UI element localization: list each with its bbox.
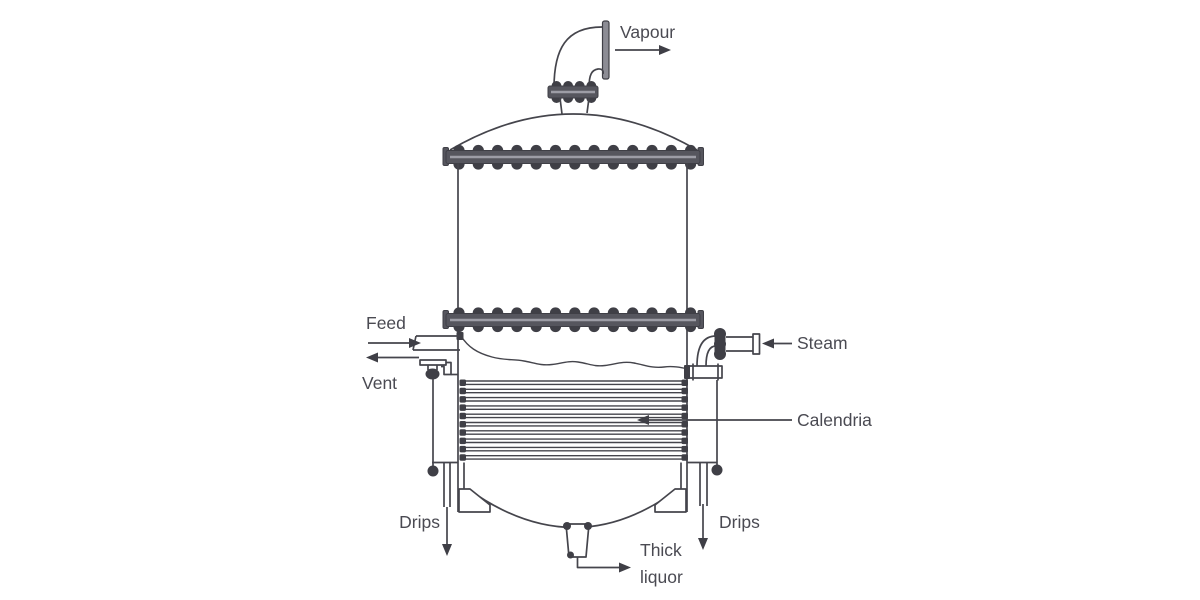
- calendria-arrowhead: [637, 415, 649, 425]
- drips-right-arrowhead: [698, 538, 708, 550]
- right-bracket: [654, 488, 687, 513]
- top-flange: [442, 144, 704, 170]
- thick-liquor-label-line1: Thick: [640, 540, 682, 560]
- vent-valve: [425, 368, 440, 380]
- feed-arrowhead: [409, 338, 421, 348]
- drips-right-label: Drips: [719, 512, 760, 532]
- steam-label: Steam: [797, 333, 848, 353]
- thick-liquor-pipe: [563, 522, 592, 559]
- calendria-tubes: [459, 379, 688, 461]
- thick-liquor-arrowhead: [619, 562, 631, 573]
- vent-arrowhead: [366, 352, 378, 363]
- calendria-label: Calendria: [797, 410, 872, 430]
- bottom-dome: [467, 488, 679, 529]
- arrows: [366, 45, 792, 573]
- vapour-arrowhead: [659, 45, 671, 55]
- feed-label: Feed: [366, 313, 406, 333]
- vent-label: Vent: [362, 373, 397, 393]
- labels: Vapour Feed Vent Steam Calendria Drips D…: [362, 22, 872, 587]
- right-drip-pipe: [680, 461, 717, 506]
- vapour-label: Vapour: [620, 22, 675, 42]
- liquid-level-line: [460, 335, 689, 370]
- vapour-pipe: [553, 20, 610, 89]
- drips-left-arrowhead: [442, 544, 452, 556]
- steam-arrowhead: [762, 338, 774, 349]
- steam-flange: [714, 329, 726, 358]
- steam-pipe: [684, 328, 761, 476]
- left-drip-pipe: [427, 379, 465, 507]
- vent-pipe: [419, 359, 458, 380]
- thick-liquor-label-line2: liquor: [640, 567, 683, 587]
- vapour-flange-plate: [601, 20, 610, 80]
- middle-flange: [442, 307, 704, 333]
- dome-neck-flange: [547, 81, 599, 115]
- top-dome: [449, 113, 698, 151]
- left-bracket: [458, 488, 491, 513]
- drips-left-label: Drips: [399, 512, 440, 532]
